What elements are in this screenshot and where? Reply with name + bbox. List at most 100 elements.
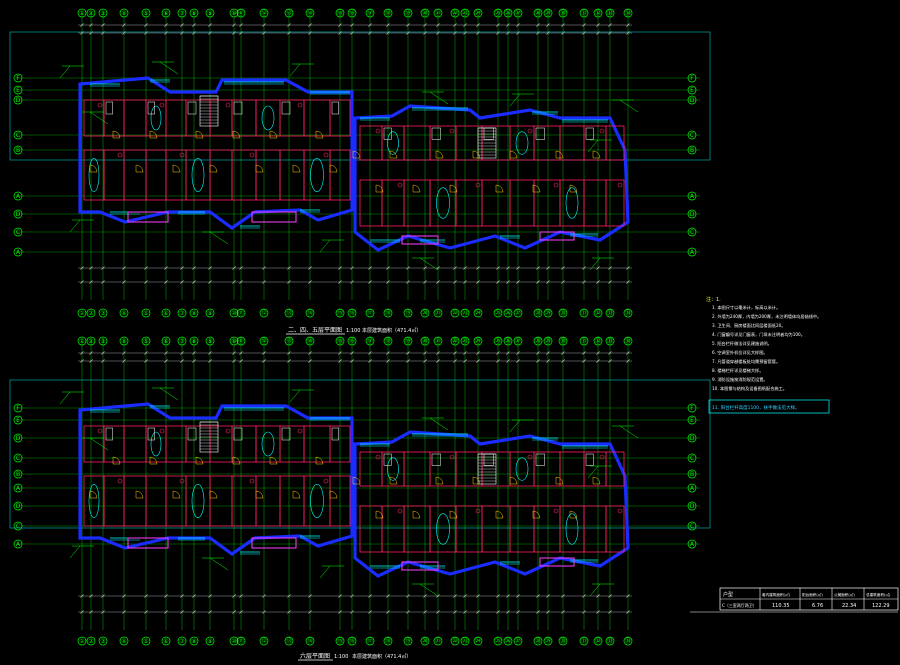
annotation-anchor [202, 227, 224, 232]
axis-bubble [503, 8, 513, 18]
axis-bubble [161, 336, 171, 346]
axis-bubble [460, 336, 470, 346]
row-axis-bubble [13, 145, 23, 155]
floor-plan-upper[interactable] [59, 57, 639, 271]
dimension-tick [476, 280, 480, 284]
room-partition [145, 425, 167, 463]
fixture-round [553, 182, 559, 188]
dimension-tick [506, 280, 510, 284]
axis-bubble [236, 308, 246, 318]
dimension-tick [436, 266, 440, 270]
row-axis-bubble [687, 209, 697, 219]
dimension-tick [239, 351, 243, 355]
annotation-anchor [82, 433, 104, 438]
axis-bubble [284, 636, 294, 646]
floor-plan-lower[interactable] [59, 383, 639, 597]
dimension-tick [144, 610, 148, 614]
dimension-tick [386, 610, 390, 614]
row-axis-bubble [13, 85, 23, 95]
axis-bubble [605, 308, 615, 318]
row-axis-label: C [690, 455, 694, 462]
dimension-tick [239, 23, 243, 27]
axis-bubble [77, 336, 87, 346]
axis-label: ㉘ [535, 337, 541, 345]
axis-bubble [305, 636, 315, 646]
row-axis-label: E [690, 417, 694, 424]
axis-bubble [236, 8, 246, 18]
dimension-tick [192, 610, 196, 614]
row-axis-bubble [13, 453, 23, 463]
balcony [401, 235, 439, 245]
axis-bubble [493, 8, 503, 18]
dimension-tick [463, 594, 467, 598]
dimension-tick [192, 266, 196, 270]
door-swing [509, 476, 518, 485]
axis-bubble [533, 336, 543, 346]
dimension-tick [386, 594, 390, 598]
annotation-anchor [422, 87, 444, 92]
table-header-2: 阳台面积(㎡) [802, 592, 823, 597]
dimension-tick [308, 610, 312, 614]
row-axis-label: B [16, 471, 20, 478]
room-partition [103, 99, 125, 137]
axis-label: ㉘ [535, 637, 541, 645]
dimension-tick [596, 594, 600, 598]
axis-label: ⑥ [163, 10, 168, 17]
fixture-round [117, 478, 123, 484]
dimension-tick [561, 359, 565, 363]
leader-line [587, 139, 599, 153]
dimension-tick [208, 594, 212, 598]
row-axis-bubble [687, 85, 697, 95]
fixture-round [475, 182, 481, 188]
axis-bubble [579, 308, 589, 318]
room-partition [359, 179, 383, 227]
room-partition [83, 425, 105, 463]
door-swing [495, 510, 504, 519]
dimension-tick [561, 280, 565, 284]
fixture-round [375, 128, 381, 134]
axis-bubble [236, 636, 246, 646]
axis-bubble [513, 8, 523, 18]
dimension-tick [122, 594, 126, 598]
dimension-tick [476, 610, 480, 614]
axis-bubble [503, 308, 513, 318]
plan-title-upper: 二、四、五层平面图 1:100 本层建筑面积（471.4㎡） [286, 327, 421, 335]
room-partition [509, 505, 535, 553]
dimension-tick [561, 23, 565, 27]
axis-label: ㉑ [435, 9, 441, 17]
dimension-tick [89, 610, 93, 614]
dimension-tick [386, 351, 390, 355]
general-notes: 注：1. 1. 本图尺寸以毫米计，标高以米计。2. 外墙为240厚，内墙为200… [706, 296, 830, 414]
annotation-anchor [292, 385, 314, 390]
dimension-tick [386, 359, 390, 363]
furniture-table [387, 131, 399, 155]
leader-line [319, 565, 331, 579]
furniture-table [515, 131, 529, 155]
dimension-tick [180, 594, 184, 598]
axis-label: ⑰ [367, 309, 373, 317]
axis-label: ㉗ [515, 9, 521, 17]
axis-label: ㉔ [475, 337, 481, 345]
axis-label: ⑤ [143, 10, 148, 17]
leader-line [89, 111, 109, 125]
dimension-tick [546, 23, 550, 27]
axis-label: ㉔ [475, 637, 481, 645]
annotation-anchor [592, 579, 614, 584]
room-partition [329, 475, 351, 527]
axis-label: ④ [121, 338, 126, 345]
dimension-tick [350, 594, 354, 598]
dimension-tick [582, 266, 586, 270]
axis-bubble [305, 336, 315, 346]
axis-label: ㉗ [515, 309, 521, 317]
axis-bubble [383, 636, 393, 646]
fixture-round [249, 152, 255, 158]
plan-area-note: 本层建筑面积（471.4㎡） [362, 327, 421, 334]
area-table: 户型 套内建筑面积(㎡) 阳台面积(㎡) 公摊面积(㎡) 总建筑面积(㎡) C（… [690, 587, 899, 613]
row-axis-label: C [690, 229, 694, 236]
furniture-table [310, 158, 324, 192]
axis-bubble [205, 8, 215, 18]
room-partition [185, 149, 211, 201]
axis-label: ㉝ [607, 309, 613, 317]
axis-label: ㉕ [495, 9, 501, 17]
balcony [127, 211, 169, 223]
